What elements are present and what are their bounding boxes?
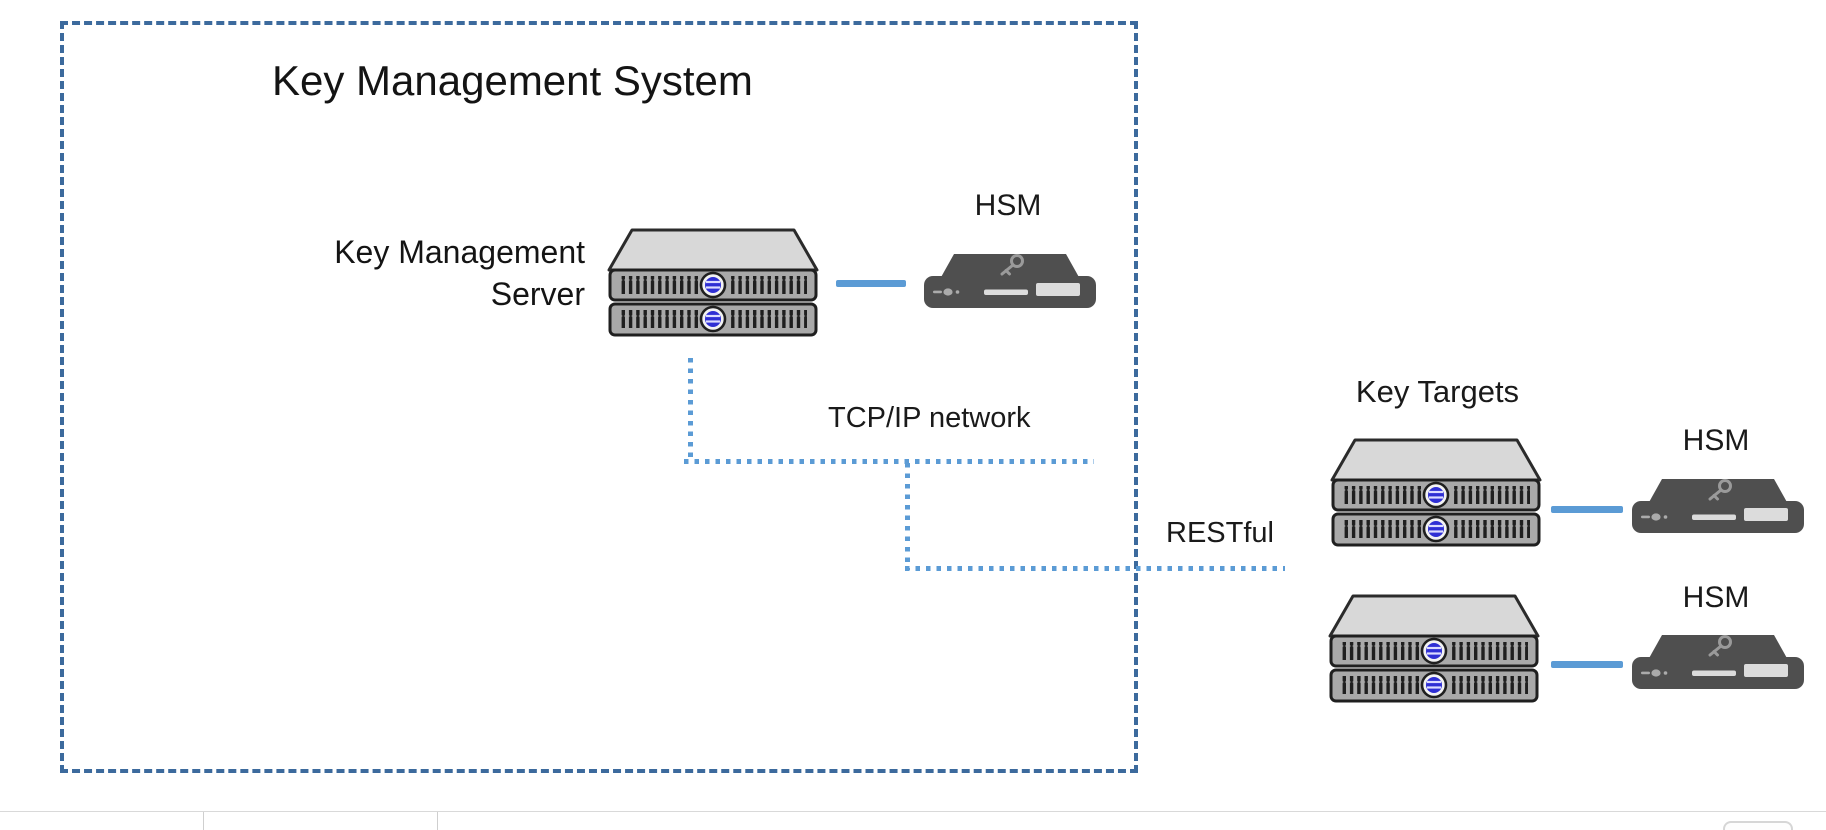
kms-hsm-connector-line [836, 280, 906, 287]
kms-server-label-line2: Server [490, 276, 585, 312]
kms-boundary-box [60, 21, 1138, 773]
target1-hsm-label: HSM [1682, 424, 1750, 457]
kms-hsm-icon [920, 245, 1100, 315]
key-targets-title: Key Targets [1355, 374, 1520, 409]
kms-server-label: Key Management Server [290, 231, 585, 315]
key-target-rack-server-icon-1 [1330, 436, 1542, 548]
target1-hsm-connector-line [1551, 506, 1623, 513]
tcp-network-line-horizontal-1 [684, 459, 1094, 464]
target1-hsm-icon [1628, 470, 1808, 540]
key-target-rack-server-icon-2 [1328, 592, 1540, 704]
restful-label: RESTful [1166, 517, 1274, 549]
kms-title: Key Management System [272, 57, 753, 104]
footer-divider-line [0, 811, 1826, 812]
target2-hsm-label: HSM [1682, 581, 1750, 614]
tcp-network-line-horizontal-2 [905, 566, 1285, 571]
target2-hsm-icon [1628, 626, 1808, 696]
footer-cell-divider-1 [203, 812, 204, 830]
target2-hsm-connector-line [1551, 661, 1623, 668]
footer-cell-divider-2 [437, 812, 438, 830]
kms-rack-server-icon [607, 226, 819, 338]
footer-button-stub[interactable] [1723, 821, 1793, 830]
tcp-network-label: TCP/IP network [828, 402, 1031, 434]
tcp-network-line-vertical-2 [905, 463, 910, 570]
kms-server-label-line1: Key Management [334, 234, 585, 270]
tcp-network-line-vertical-1 [688, 358, 693, 462]
kms-hsm-label: HSM [974, 189, 1042, 222]
